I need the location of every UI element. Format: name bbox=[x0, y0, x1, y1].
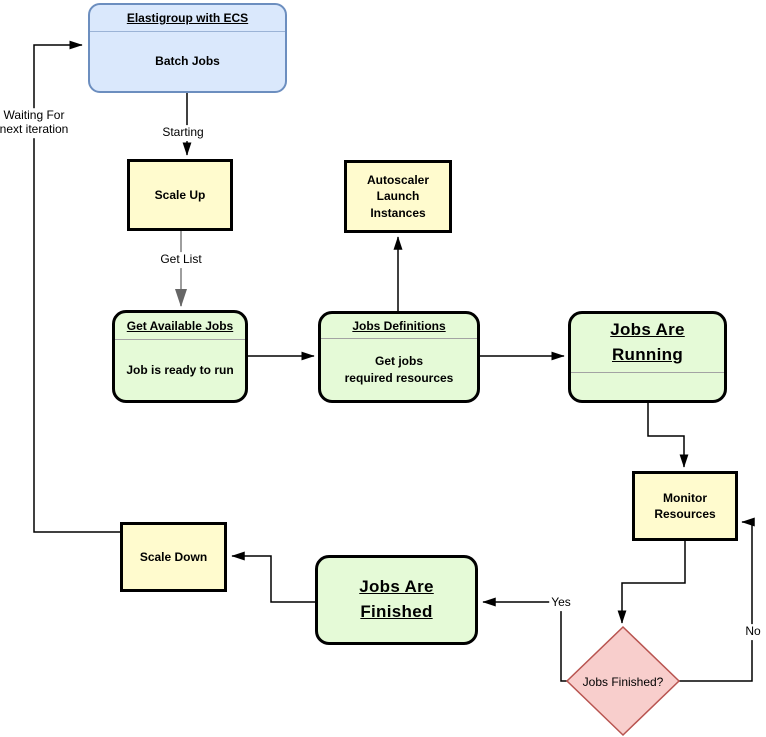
edge-jobsarerunning-to-monitorresources bbox=[647, 403, 689, 468]
node-jobs-are-running-body bbox=[571, 373, 724, 400]
node-jobs-definitions: Jobs Definitions Get jobs required resou… bbox=[318, 311, 480, 403]
edge-decision-yes-to-jobsarefinished bbox=[482, 597, 567, 682]
node-elastigroup-batch-jobs: Elastigroup with ECS Batch Jobs bbox=[88, 3, 287, 93]
node-jobs-are-finished-title: Jobs Are Finished bbox=[359, 577, 434, 621]
node-get-available-jobs-title: Get Available Jobs bbox=[115, 313, 245, 340]
node-jobs-are-finished: Jobs Are Finished bbox=[315, 555, 478, 645]
node-elastigroup-body: Batch Jobs bbox=[155, 54, 220, 69]
node-scale-down: Scale Down bbox=[120, 522, 227, 592]
node-get-available-jobs: Get Available Jobs Job is ready to run bbox=[112, 310, 248, 403]
edge-monitorresources-to-decision bbox=[617, 541, 686, 624]
node-scale-up: Scale Up bbox=[127, 159, 233, 231]
node-jobs-are-running-title: Jobs Are Running bbox=[571, 314, 724, 373]
node-jobs-are-running: Jobs Are Running bbox=[568, 311, 727, 403]
node-autoscaler-label: Autoscaler Launch Instances bbox=[366, 173, 430, 220]
edge-decision-no-to-monitorresources bbox=[679, 517, 755, 682]
node-get-available-jobs-body: Job is ready to run bbox=[126, 362, 234, 377]
node-scale-up-label: Scale Up bbox=[154, 187, 206, 202]
node-jobs-definitions-title: Jobs Definitions bbox=[321, 314, 477, 339]
edge-label-no: No bbox=[743, 624, 763, 640]
decision-jobs-finished-shape bbox=[565, 625, 681, 737]
edge-label-get-list: Get List bbox=[158, 252, 204, 268]
node-monitor-resources: Monitor Resources bbox=[632, 471, 738, 541]
node-jobs-definitions-body: Get jobs required resources bbox=[344, 353, 454, 385]
node-scale-down-label: Scale Down bbox=[139, 549, 208, 564]
edge-label-starting: Starting bbox=[160, 125, 206, 141]
node-elastigroup-title: Elastigroup with ECS bbox=[90, 5, 285, 32]
decision-jobs-finished-label: Jobs Finished? bbox=[582, 675, 664, 689]
node-monitor-resources-label: Monitor Resources bbox=[654, 490, 716, 521]
edge-label-yes: Yes bbox=[549, 595, 573, 611]
edge-jobsarefinished-to-scaledown bbox=[231, 551, 315, 603]
node-autoscaler-launch-instances: Autoscaler Launch Instances bbox=[344, 160, 452, 233]
edge-label-waiting-for-next-iteration: Waiting For next iteration bbox=[0, 108, 71, 138]
edge-scaledown-to-elastigroup bbox=[33, 40, 120, 533]
